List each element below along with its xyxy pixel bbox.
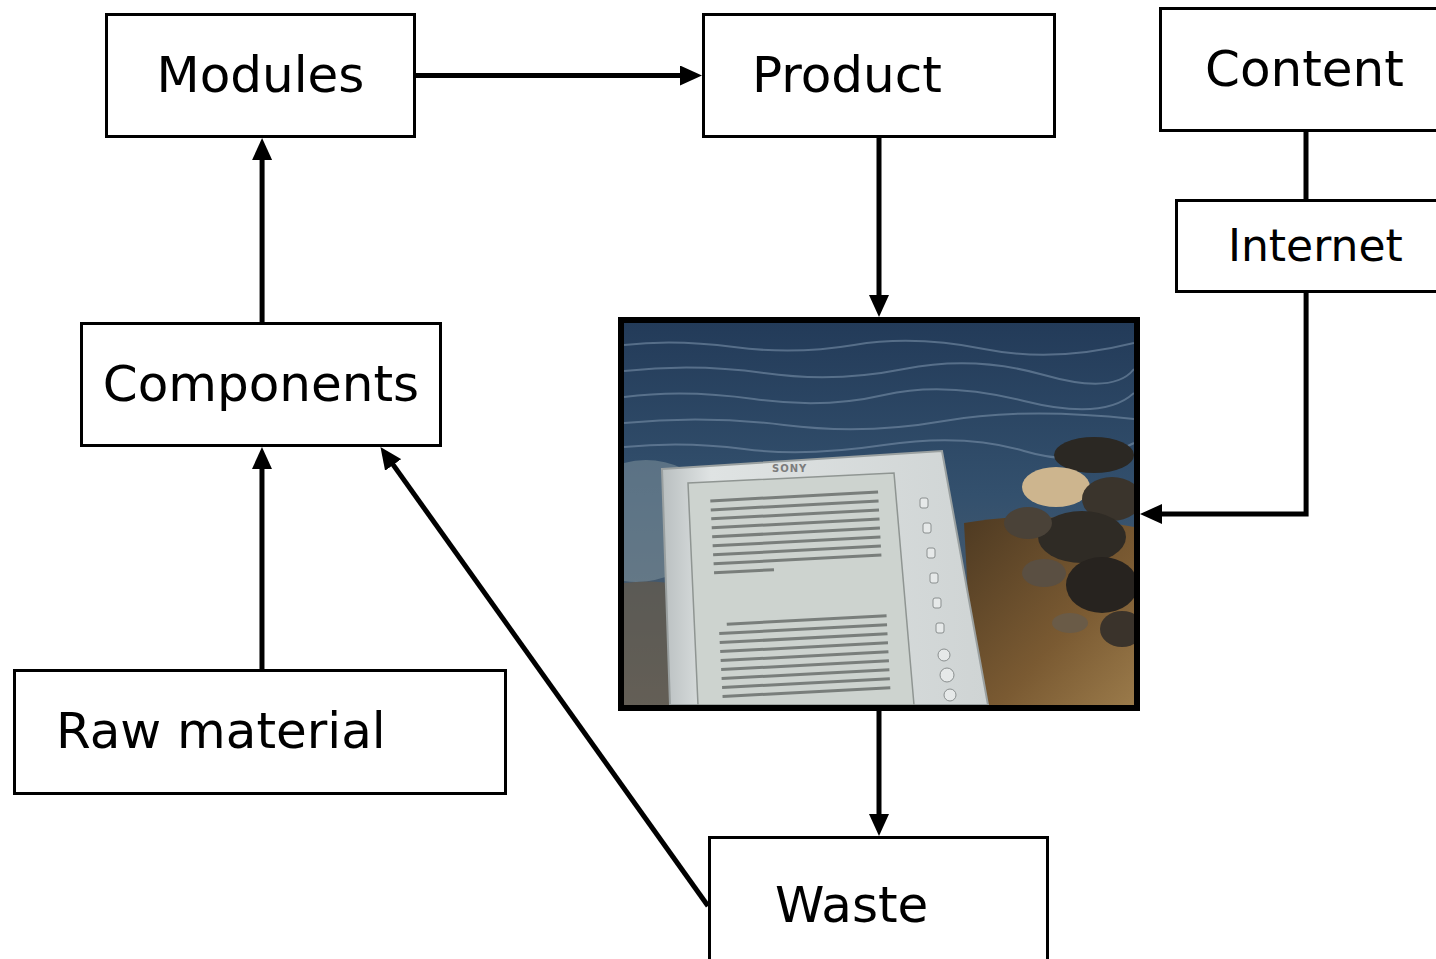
brand-text: SONY: [772, 463, 807, 475]
box-label: Content: [1205, 41, 1404, 99]
flow-arrow: [1150, 293, 1306, 514]
process-box: Components: [80, 322, 442, 447]
box-label: Components: [103, 356, 419, 414]
ereader-device: [662, 451, 988, 705]
box-label: Product: [752, 47, 942, 105]
flow-arrow: [416, 73, 692, 78]
photo-frame: SONY: [618, 317, 1140, 711]
box-label: Modules: [157, 47, 365, 105]
flow-arrow: [877, 138, 882, 307]
box-label: Waste: [775, 877, 928, 935]
process-box: Waste: [708, 836, 1049, 959]
rocks: [1004, 437, 1134, 647]
flow-arrow: [260, 148, 265, 322]
process-box: Content: [1159, 7, 1436, 132]
box-label: Raw material: [56, 703, 386, 761]
process-box: Modules: [105, 13, 416, 138]
process-box: Internet: [1175, 199, 1436, 293]
flow-arrow: [259, 457, 264, 669]
box-label: Internet: [1228, 221, 1403, 272]
ereader-photo: [624, 323, 1134, 705]
process-box: Product: [702, 13, 1056, 138]
flow-arrow: [1304, 132, 1309, 199]
process-box: Raw material: [13, 669, 507, 795]
flow-arrow: [877, 711, 882, 826]
